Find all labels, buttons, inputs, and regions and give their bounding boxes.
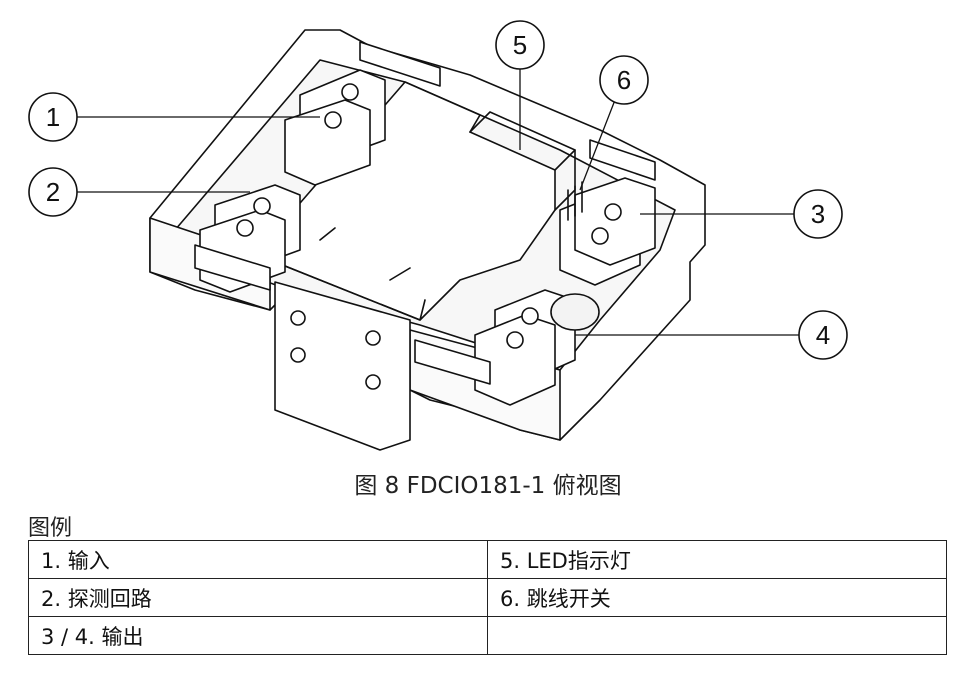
legend-cell: 6. 跳线开关: [487, 578, 947, 617]
legend-table: 1. 输入 5. LED指示灯 2. 探测回路 6. 跳线开关 3 / 4. 输…: [28, 540, 947, 655]
table-row: 2. 探测回路 6. 跳线开关: [28, 578, 947, 617]
callout-3-label: 3: [811, 199, 825, 229]
legend-title: 图例: [28, 516, 73, 541]
legend-cell: 3 / 4. 输出: [28, 616, 488, 655]
legend-cell: 5. LED指示灯: [487, 540, 947, 579]
legend-cell: 2. 探测回路: [28, 578, 488, 617]
callout-1-label: 1: [46, 102, 60, 132]
callout-5: [495, 20, 545, 70]
callout-5-label: 5: [513, 30, 527, 60]
module-top-view-drawing: 1 2 3 4 5 6: [28, 20, 848, 451]
mount-hole: [290, 310, 306, 326]
mounting-bracket: [274, 281, 411, 451]
table-row: 3 / 4. 输出: [28, 616, 947, 655]
callout-2: [28, 167, 78, 217]
callout-4-label: 4: [816, 320, 830, 350]
callout-4: [798, 310, 848, 360]
table-row: 1. 输入 5. LED指示灯: [28, 540, 947, 579]
mount-hole: [365, 374, 381, 390]
callout-6: [599, 55, 649, 105]
callout-6-label: 6: [617, 65, 631, 95]
figure-caption: 图 8 FDCIO181-1 俯视图: [354, 473, 622, 499]
legend-cell: 1. 输入: [28, 540, 488, 579]
legend-cell: [487, 616, 947, 655]
mount-hole: [290, 347, 306, 363]
callout-1: [28, 92, 78, 142]
callout-2-label: 2: [46, 177, 60, 207]
callout-3: [793, 189, 843, 239]
mount-hole: [365, 330, 381, 346]
